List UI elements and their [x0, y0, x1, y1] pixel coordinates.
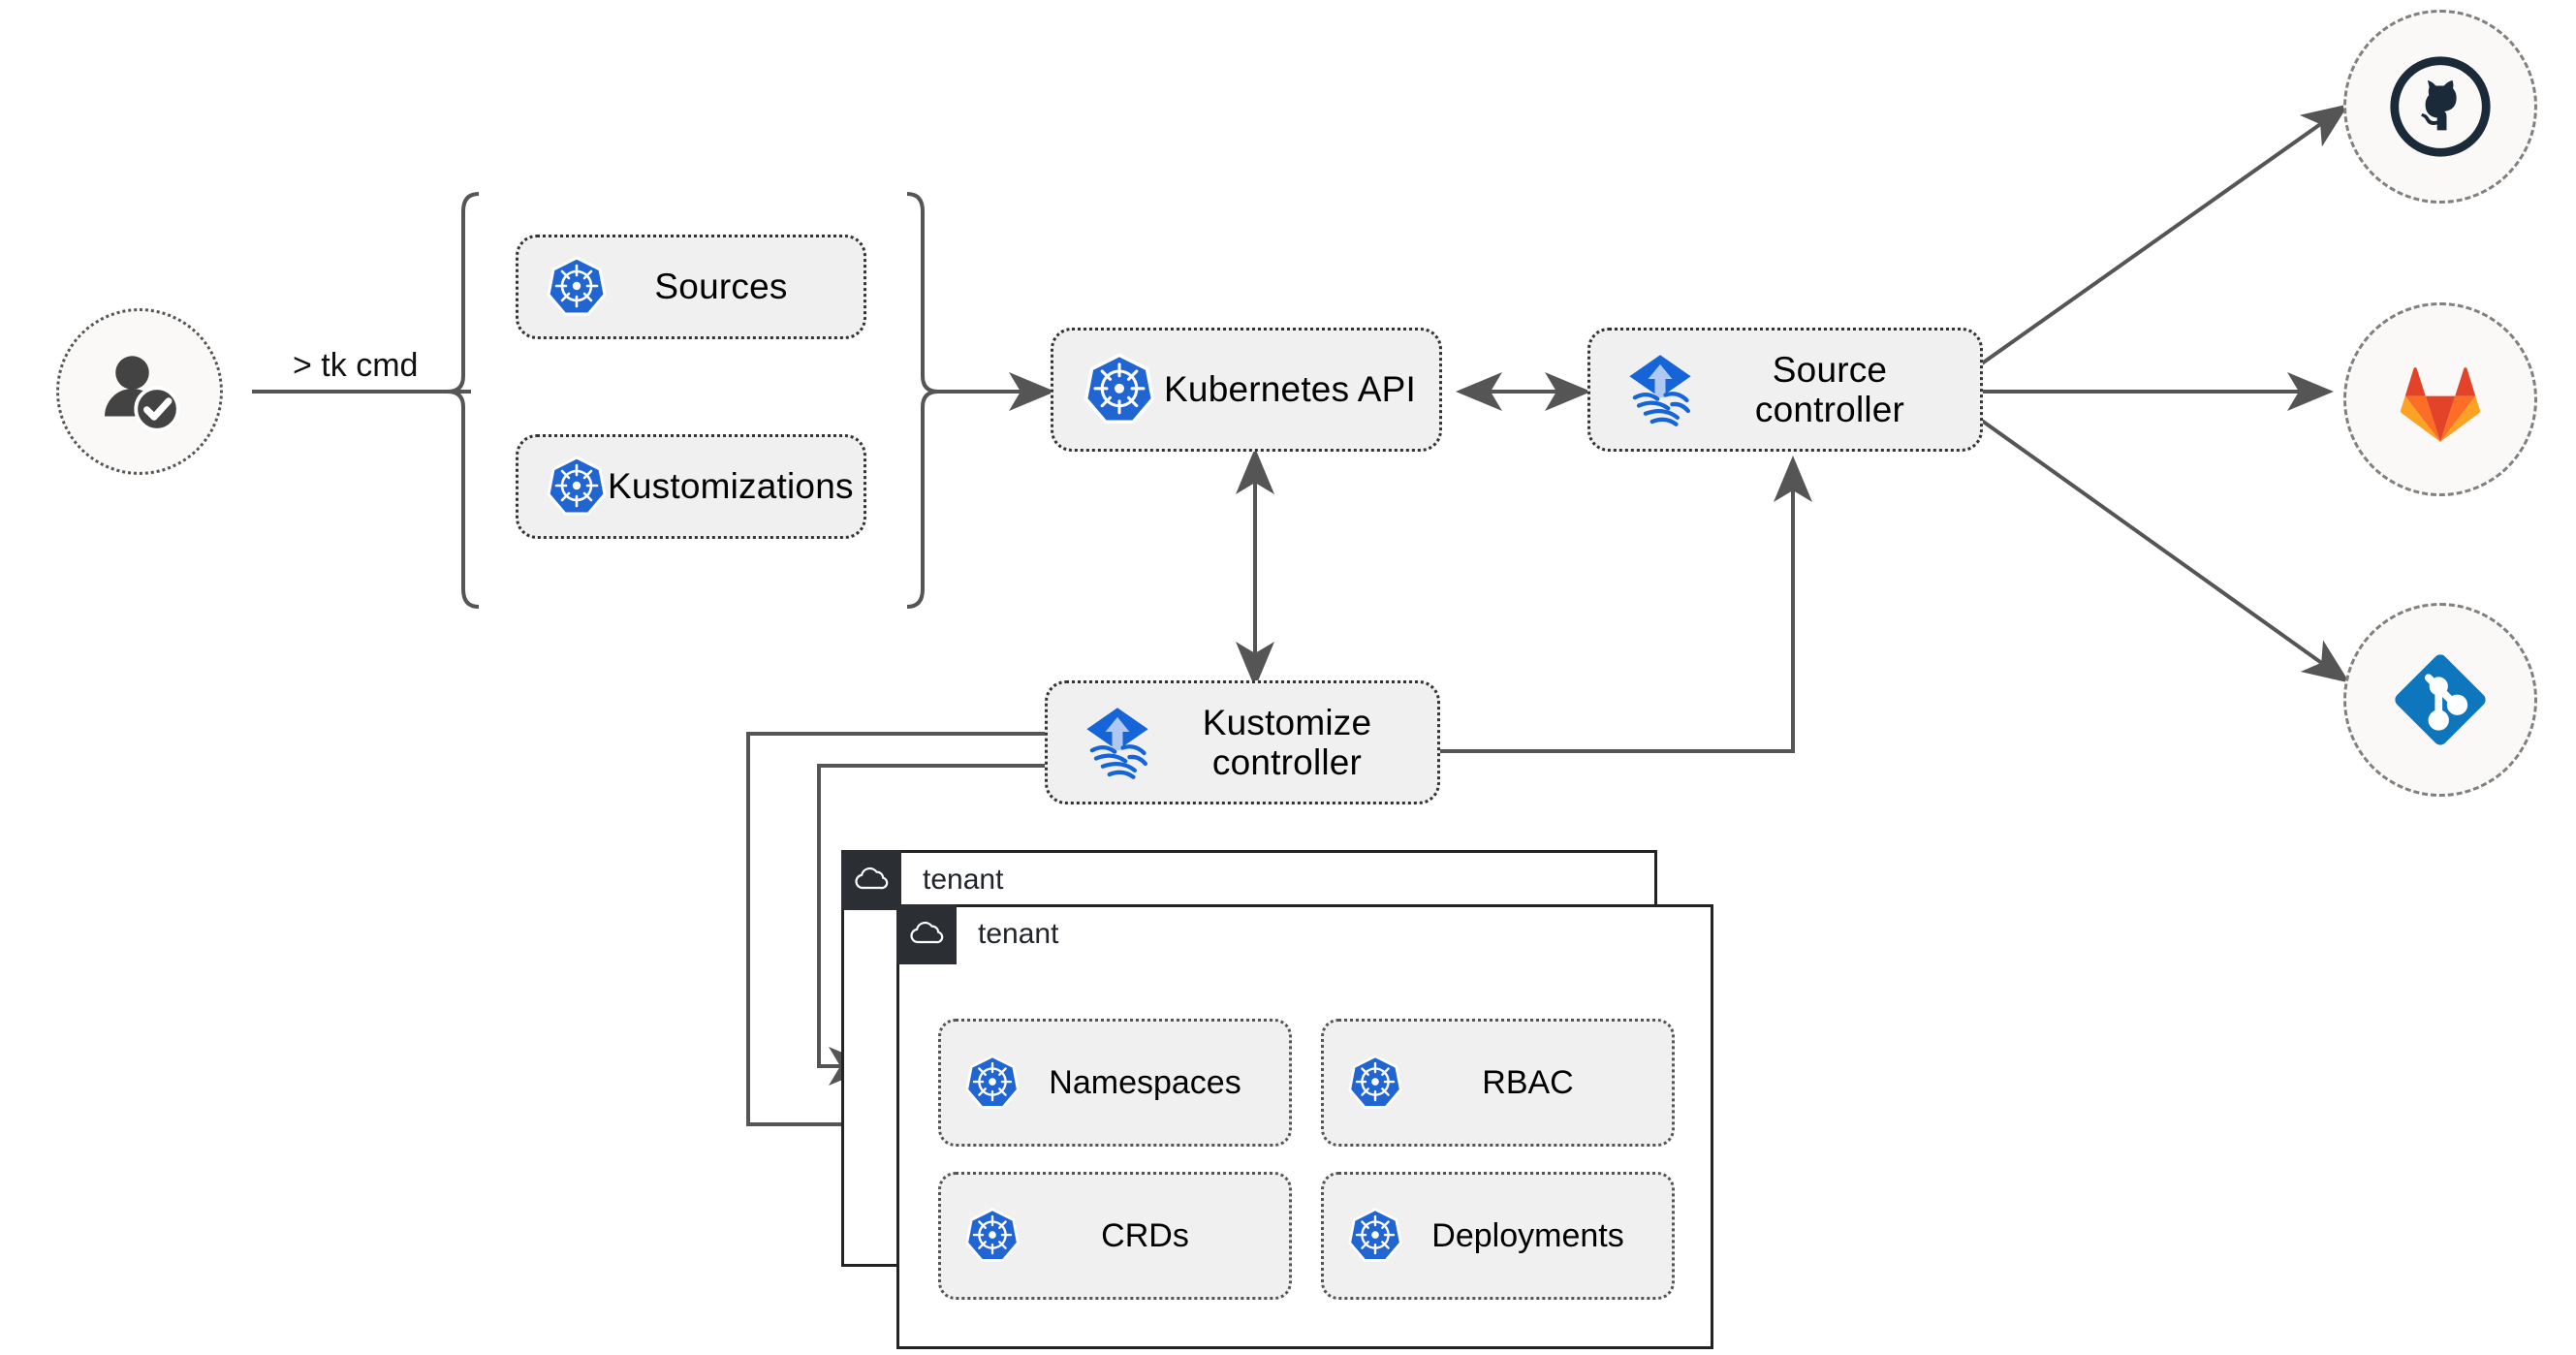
provider-git[interactable] [2343, 603, 2537, 797]
cmd-edge-label: > tk cmd [287, 347, 424, 385]
user-verified-icon [105, 356, 180, 432]
provider-gitlab[interactable] [2343, 302, 2537, 496]
brace-right [906, 192, 939, 609]
resource-label: Deployments [1431, 1216, 1624, 1254]
wire-source-to-git [1980, 419, 2350, 683]
cloud-icon [896, 904, 957, 964]
kubernetes-icon [547, 256, 607, 316]
gitlab-icon [2401, 367, 2480, 442]
user-actor[interactable] [56, 308, 223, 475]
resource-label: RBAC [1482, 1063, 1574, 1101]
brace-left [447, 192, 480, 609]
node-label: Kustomizations [608, 466, 854, 507]
kubernetes-icon [1084, 353, 1155, 425]
node-kustomizations[interactable]: Kustomizations [516, 434, 866, 539]
resource-rbac[interactable]: RBAC [1321, 1019, 1675, 1147]
node-label: Source controller [1754, 349, 1905, 429]
tenant-window-2[interactable]: tenant Namespaces [896, 904, 1713, 1349]
tenant-label: tenant [923, 864, 1004, 896]
git-icon [2395, 654, 2486, 745]
tenant-titlebar: tenant [896, 904, 1058, 964]
github-icon [2390, 56, 2491, 157]
resource-label: CRDs [1101, 1216, 1189, 1254]
node-kubernetes-api[interactable]: Kubernetes API [1051, 328, 1442, 452]
flux-icon [1629, 355, 1691, 426]
resource-deployments[interactable]: Deployments [1321, 1172, 1675, 1300]
node-label: Kustomize controller [1202, 702, 1372, 782]
node-label: Sources [654, 267, 788, 307]
tenant-resource-grid: Namespaces RBAC [938, 1019, 1675, 1300]
node-sources[interactable]: Sources [516, 235, 866, 339]
kubernetes-icon [965, 1208, 1020, 1262]
flux-icon [1086, 708, 1148, 779]
kubernetes-icon [547, 456, 607, 516]
wire-kustomize-to-source [1438, 456, 1812, 753]
cloud-icon [841, 850, 901, 910]
kubernetes-icon [965, 1055, 1020, 1109]
tenant-titlebar: tenant [841, 850, 1003, 910]
kubernetes-icon [1348, 1055, 1402, 1109]
tenant-label: tenant [978, 918, 1059, 950]
resource-namespaces[interactable]: Namespaces [938, 1019, 1292, 1147]
node-source-controller[interactable]: Source controller [1587, 328, 1983, 452]
node-label: Kubernetes API [1164, 369, 1416, 410]
resource-label: Namespaces [1049, 1063, 1241, 1101]
kubernetes-icon [1348, 1208, 1402, 1262]
provider-github[interactable] [2343, 10, 2537, 204]
wire-source-to-github [1980, 104, 2349, 365]
resource-crds[interactable]: CRDs [938, 1172, 1292, 1300]
node-kustomize-controller[interactable]: Kustomize controller [1045, 680, 1440, 804]
